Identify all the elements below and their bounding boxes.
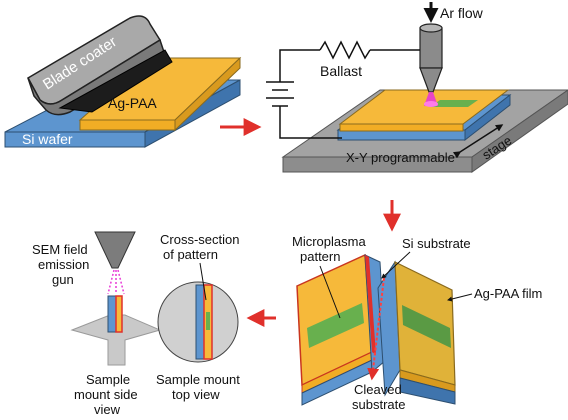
left-piece-pattern bbox=[307, 303, 364, 348]
top-view-label-2: top view bbox=[172, 387, 220, 402]
circuit-wire-top bbox=[279, 49, 320, 82]
circuit-wire-bottom bbox=[279, 106, 342, 139]
microplasma-pattern-label-2: pattern bbox=[300, 249, 340, 264]
microplasma-panel: Ar flow Ballast stage X-Y programmable bbox=[266, 2, 568, 173]
si-wafer-label: Si wafer bbox=[22, 131, 73, 147]
side-view-label-1: Sample bbox=[86, 372, 130, 387]
plasma-jet-nozzle bbox=[419, 23, 443, 93]
si-substrate-leader bbox=[381, 251, 411, 279]
right-piece-front-blue bbox=[399, 377, 456, 405]
xy-programmable-label: X-Y programmable bbox=[346, 150, 455, 165]
ar-flow-label: Ar flow bbox=[440, 5, 484, 21]
ag-paa-film-side bbox=[174, 56, 241, 132]
side-view-label-2: mount side bbox=[74, 387, 138, 402]
side-sample-si bbox=[107, 295, 117, 333]
microplasma-leader bbox=[319, 265, 341, 319]
cleaved-label-1: Cleaved bbox=[354, 382, 402, 397]
cross-section-label-1: Cross-section bbox=[160, 232, 239, 247]
left-piece-cleave-film bbox=[365, 255, 376, 355]
ag-paa-film-label: Ag-PAA film bbox=[474, 286, 542, 301]
blade-coating-panel: Blade coater Ag-PAA Si wafer bbox=[4, 15, 242, 148]
stage-arrow bbox=[452, 124, 504, 159]
top-view-label-1: Sample mount bbox=[156, 372, 240, 387]
sem-gun-label-1: SEM field bbox=[32, 242, 88, 257]
sem-gun-label-3: gun bbox=[52, 272, 74, 287]
ag-paa-film-front bbox=[79, 119, 176, 131]
battery-symbol bbox=[266, 81, 294, 107]
plasma-plume bbox=[424, 92, 438, 107]
top-sample-si bbox=[195, 284, 205, 360]
si-substrate-label: Si substrate bbox=[402, 236, 471, 251]
side-view-label-3: view bbox=[94, 402, 121, 417]
sem-gun-cone bbox=[94, 231, 136, 269]
ballast-resistor bbox=[319, 40, 371, 60]
cleaving-panel: Microplasma pattern Si substrate Ag-PAA … bbox=[292, 234, 542, 412]
microplasma-pattern-stripe bbox=[430, 100, 478, 107]
ballast-label: Ballast bbox=[320, 63, 362, 79]
cross-section-leader bbox=[199, 262, 207, 301]
cross-section-label-2: of pattern bbox=[163, 247, 218, 262]
blade-coater bbox=[26, 15, 173, 116]
side-sample-film bbox=[115, 295, 123, 333]
microplasma-pattern-label-1: Microplasma bbox=[292, 234, 366, 249]
ag-paa-label: Ag-PAA bbox=[108, 95, 157, 111]
sem-gun-label-2: emission bbox=[38, 257, 89, 272]
sem-panel: SEM field emission gun Sample mount side… bbox=[32, 231, 240, 417]
cleaved-label-2: substrate bbox=[352, 397, 405, 412]
right-piece-pattern bbox=[402, 305, 451, 348]
ag-paa-film-leader bbox=[447, 293, 473, 302]
sem-beam bbox=[107, 269, 125, 295]
stage-ag-paa-front bbox=[339, 123, 464, 132]
top-sample-pattern bbox=[206, 312, 210, 330]
cleave-line bbox=[367, 277, 385, 381]
